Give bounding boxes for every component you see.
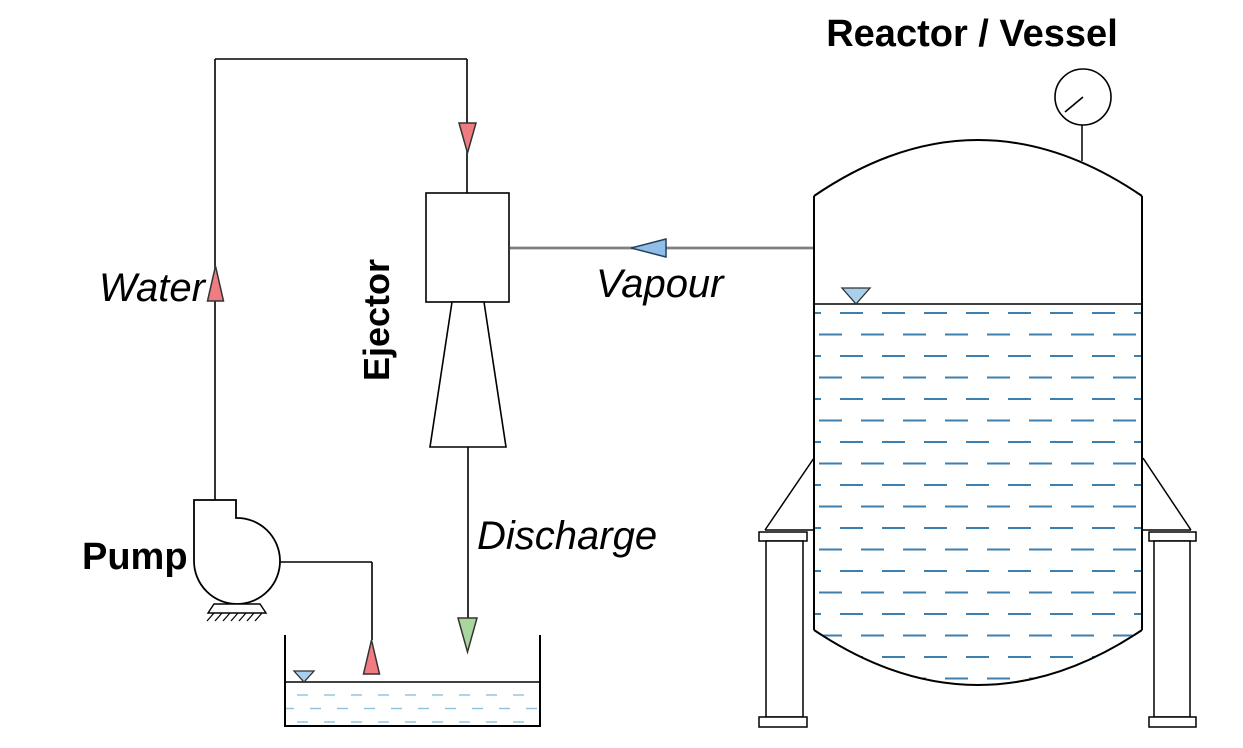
water-up-arrow bbox=[206, 265, 225, 302]
leg-column bbox=[765, 540, 804, 718]
tank-liquid bbox=[286, 683, 539, 726]
leg-top-plate bbox=[758, 531, 808, 542]
leg-foot-plate bbox=[758, 716, 808, 728]
ejector-diffuser-cone bbox=[429, 301, 507, 448]
leg-top-plate bbox=[1148, 531, 1197, 542]
tank-walls bbox=[284, 635, 541, 727]
discharge-down-arrow bbox=[457, 617, 478, 655]
pump-label: Pump bbox=[82, 536, 188, 578]
pump bbox=[193, 499, 281, 622]
ejector-body bbox=[425, 192, 510, 303]
vessel-leg-right bbox=[1142, 457, 1197, 728]
water-label: Water bbox=[99, 266, 207, 310]
leg-brace-diagonal bbox=[764, 457, 815, 531]
water-down-arrow bbox=[458, 122, 477, 156]
ejector-label: Ejector bbox=[356, 259, 397, 381]
pump-casing bbox=[193, 499, 281, 605]
pump-ground-hatching bbox=[206, 612, 263, 622]
flow-arrows bbox=[206, 122, 667, 675]
vessel-dome bbox=[813, 139, 1143, 197]
leg-brace-diagonal bbox=[1142, 457, 1192, 531]
vessel-level-marker bbox=[840, 287, 872, 305]
discharge-label: Discharge bbox=[477, 514, 657, 558]
leg-foot-plate bbox=[1148, 716, 1197, 728]
leg-column bbox=[1153, 540, 1191, 718]
pump-base bbox=[206, 603, 268, 614]
suction-up-arrow bbox=[362, 639, 381, 675]
water-tank bbox=[284, 635, 541, 727]
reactor-vessel-label: Reactor / Vessel bbox=[826, 13, 1118, 55]
tank-level-marker bbox=[292, 670, 316, 683]
gauge-needle bbox=[1064, 96, 1084, 113]
vapour-label: Vapour bbox=[596, 262, 725, 306]
vessel-liquid bbox=[814, 304, 1142, 685]
vessel-leg-left bbox=[758, 457, 815, 728]
pressure-gauge bbox=[1054, 68, 1112, 161]
vapour-left-arrow bbox=[630, 238, 667, 258]
ejector bbox=[425, 192, 510, 448]
vessel-bottom-head bbox=[813, 629, 1143, 686]
reactor-vessel bbox=[758, 68, 1197, 728]
